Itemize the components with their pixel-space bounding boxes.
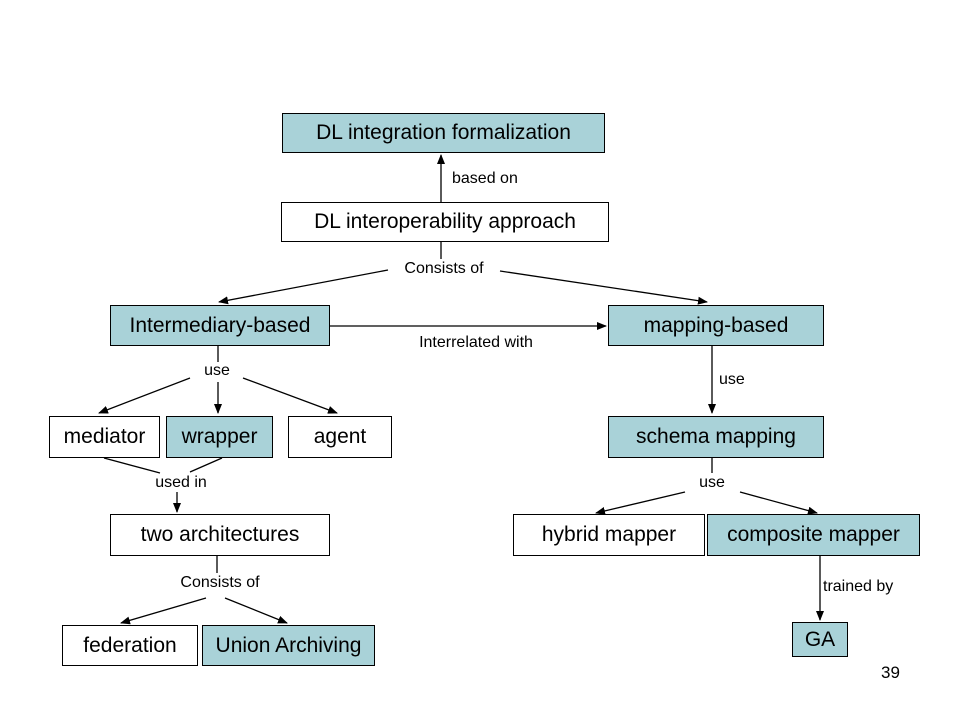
node-dl-integration-formalization: DL integration formalization: [282, 113, 605, 153]
node-hybrid-mapper: hybrid mapper: [513, 514, 705, 556]
edge-consists-to-federation: [120, 597, 207, 625]
label-use-schema: use: [696, 474, 728, 492]
node-mediator: mediator: [49, 416, 160, 458]
label-trained-by: trained by: [823, 578, 894, 595]
edge-consists-to-union: [224, 597, 288, 624]
edge-use-to-agent: [242, 377, 338, 414]
edge-wrapper-usedin: [189, 457, 223, 473]
edge-consists-to-intermediary: [218, 269, 389, 305]
node-union-archiving: Union Archiving: [202, 625, 375, 666]
node-wrapper: wrapper: [166, 416, 273, 458]
node-two-architectures: two architectures: [110, 514, 330, 556]
node-composite-mapper: composite mapper: [707, 514, 920, 556]
node-ga: GA: [792, 622, 848, 657]
edge-use-to-hybrid: [595, 491, 686, 515]
label-interrelated-with: Interrelated with: [419, 334, 533, 351]
label-used-in: used in: [152, 474, 210, 492]
node-dl-interoperability-approach: DL interoperability approach: [281, 202, 609, 242]
edge-use-to-mediator: [98, 377, 191, 414]
label-consists-of-bottom: Consists of: [177, 574, 263, 592]
node-agent: agent: [288, 416, 392, 458]
edge-mediator-usedin: [103, 457, 161, 474]
label-use-mapping: use: [719, 371, 745, 388]
node-federation: federation: [62, 625, 198, 666]
node-schema-mapping: schema mapping: [608, 416, 824, 458]
label-use-intermediary: use: [201, 362, 233, 380]
node-mapping-based: mapping-based: [608, 305, 824, 346]
page-number: 39: [881, 663, 900, 682]
node-intermediary-based: Intermediary-based: [110, 305, 330, 346]
label-based-on: based on: [452, 170, 518, 187]
edge-consists-to-mapping: [499, 270, 708, 305]
label-consists-of-top: Consists of: [401, 260, 487, 278]
edge-use-to-composite: [739, 491, 818, 515]
